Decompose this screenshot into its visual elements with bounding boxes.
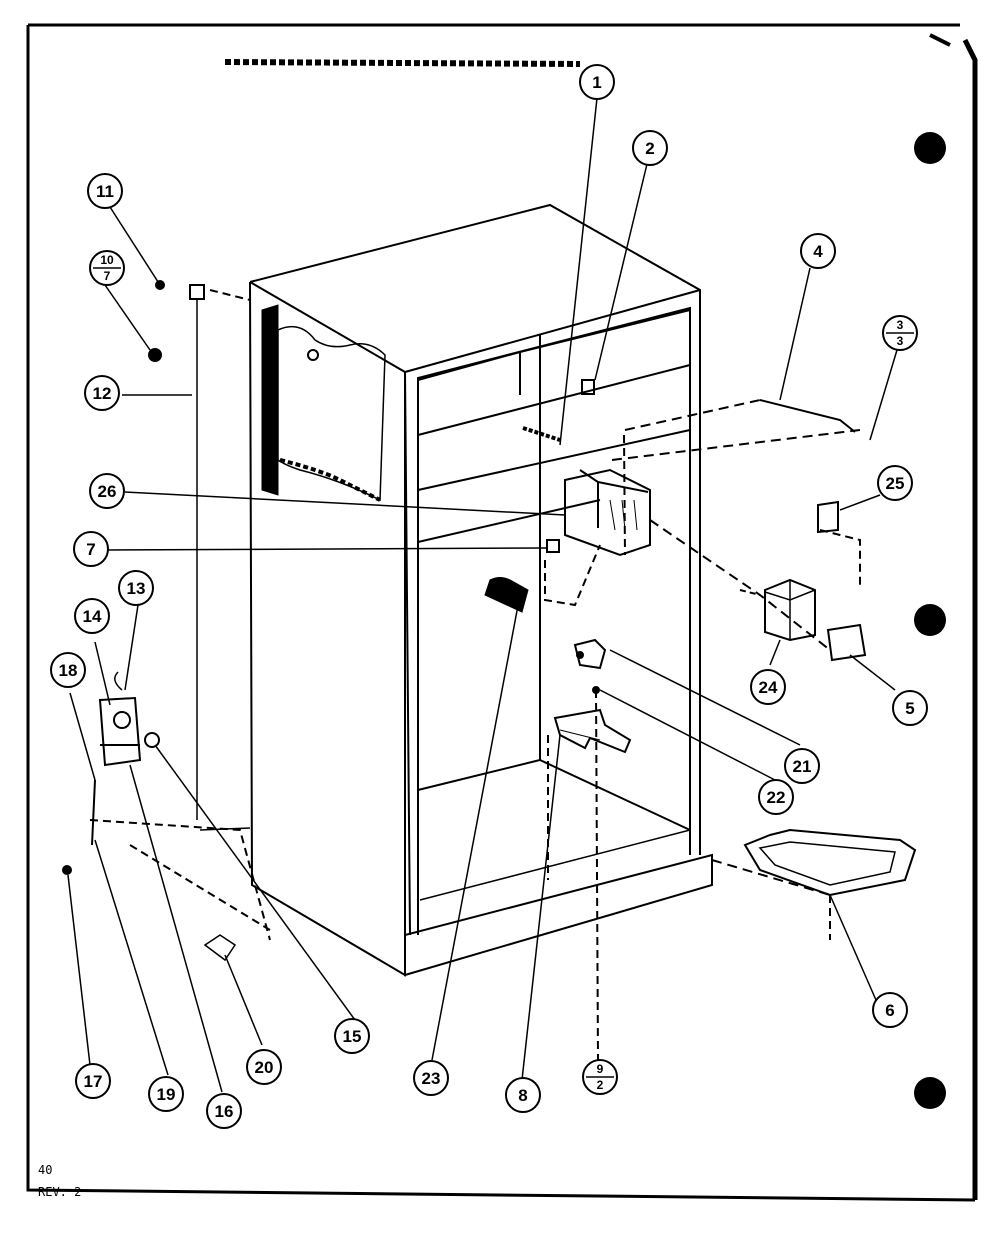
callout-label: 17 [84,1072,103,1091]
leader-lines [67,97,898,1093]
callout-label: 11 [96,182,114,201]
callout-label: 12 [93,384,112,403]
callout-label: 15 [343,1027,362,1046]
callout-68-670: 18 [50,652,86,688]
callout-910-708: 5 [892,690,928,726]
callout-597-82: 1 [579,64,615,100]
callout-136-588: 13 [118,570,154,606]
callout-523-1095: 8 [505,1077,541,1113]
drip-pan [711,828,917,940]
callout-431-1078: 23 [413,1060,449,1096]
callout-label: 13 [127,579,146,598]
callout-fraction-bottom: 3 [897,334,904,348]
callout-label: 8 [518,1086,527,1105]
callout-91-549: 7 [73,531,109,567]
callout-label: 18 [59,661,78,680]
callout-label: 26 [98,482,117,501]
callout-fraction-9-2: 9 2 [582,1059,618,1095]
callout-fraction-bottom: 7 [104,269,111,283]
callout-224-1111: 16 [206,1093,242,1129]
callout-102-393: 12 [84,375,120,411]
revision-label: REV. 2 [38,1185,82,1199]
callout-166-1094: 19 [148,1076,184,1112]
callout-fraction-bottom: 2 [597,1078,604,1092]
callout-890-1010: 6 [872,992,908,1028]
callout-label: 24 [759,678,778,697]
callout-label: 6 [885,1001,894,1020]
refrigerator-cabinet [249,203,713,977]
callout-93-1081: 17 [75,1063,111,1099]
brackets [547,638,632,1061]
callout-fraction-top: 3 [897,318,904,332]
callout-label: 4 [813,242,823,261]
callout-label: 21 [793,757,812,776]
callout-label: 5 [905,699,914,718]
callout-label: 19 [157,1085,176,1104]
callout-label: 16 [215,1102,234,1121]
callout-label: 20 [255,1058,274,1077]
callout-label: 7 [86,540,95,559]
callout-fraction-top: 10 [100,253,114,267]
callout-label: 25 [886,474,905,493]
callout-895-483: 25 [877,465,913,501]
callout-fraction-10-7: 10 7 [89,250,125,286]
page-border [26,23,978,1202]
callout-818-251: 4 [800,233,836,269]
registration-marks [914,132,946,1109]
callout-264-1067: 20 [246,1049,282,1085]
callout-105-191: 11 [87,173,123,209]
callout-label: 23 [422,1069,441,1088]
callout-label: 1 [592,73,601,92]
page-number: 40 [38,1163,53,1177]
callout-768-687: 24 [750,669,786,705]
callout-label: 2 [645,139,654,158]
callout-650-148: 2 [632,130,668,166]
callout-label: 22 [767,788,786,807]
callout-776-797: 22 [758,779,794,815]
control-assembly [62,280,271,962]
icemaker-assembly [484,379,867,662]
callout-352-1036: 15 [334,1018,370,1054]
callout-fraction-3-3: 3 3 [882,315,918,351]
callout-label: 14 [83,607,102,626]
callout-fraction-top: 9 [597,1062,604,1076]
callout-92-616: 14 [74,598,110,634]
callout-107-491: 26 [89,473,125,509]
callout-802-766: 21 [784,748,820,784]
